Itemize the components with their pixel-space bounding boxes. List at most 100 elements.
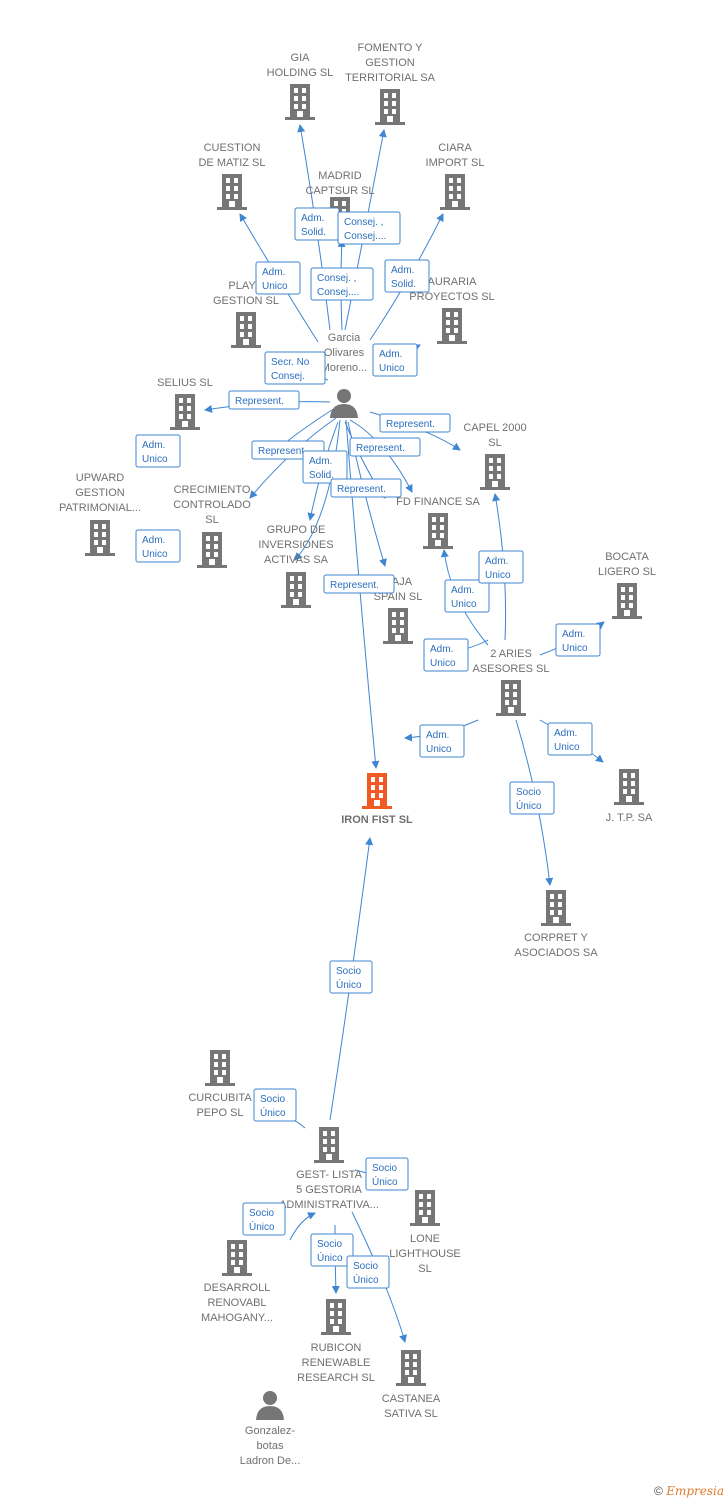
edge-label-box[interactable]: Adm.Solid. [384,259,430,293]
edge-label-box[interactable]: Adm.Unico [135,529,181,563]
node-label: RENEWABLE [302,1357,371,1369]
building-icon [423,513,453,549]
node-label: PLAYR [228,280,263,292]
edge-label-rect [547,722,593,756]
edge-label-text: Unico [142,454,168,465]
node-desarrollos[interactable]: DESARROLLRENOVABLMAHOGANY... [201,1240,273,1324]
edge-label-text: Consej.... [317,287,359,298]
edge-label-text: Unico [379,363,405,374]
edge-label-rect [302,450,348,484]
building-icon [285,84,315,120]
edge-label-box[interactable]: Adm. Unico [135,434,181,468]
node-jtp[interactable]: J. T.P. SA [606,769,653,824]
empresia-logo: Empresia [666,1484,724,1498]
edge-label-box[interactable]: Adm.Unico [547,722,593,756]
node-label: PATRIMONIAL... [59,502,141,514]
node-label: RENOVABL [207,1297,266,1309]
edge-label-box[interactable]: Represent. [379,413,451,433]
edge-label-rect [555,623,601,657]
edge-label-box[interactable]: Represent. [228,390,300,410]
edge-label-text: Único [353,1273,379,1286]
node-label: ASESORES SL [472,663,549,675]
edge-label-box[interactable]: Adm.Unico [555,623,601,657]
edge-label-box[interactable]: Represent. [349,437,421,457]
node-label: Garcia [328,332,361,344]
person-icon [256,1391,284,1420]
node-label: TERRITORIAL SA [345,72,436,84]
building-icon [480,454,510,490]
edge-label-text: Unico [485,570,511,581]
node-label: MADRID [318,170,361,182]
edge-label-text: Socio [249,1208,274,1219]
node-label: LONE [410,1233,440,1245]
edge-label-box[interactable]: Adm.Unico [478,550,524,584]
edge-label-box[interactable]: Represent. [323,574,395,594]
edge-label-box[interactable]: Consej. ,Consej.... [337,211,401,245]
edge-label-box[interactable]: Adm.Unico [423,638,469,672]
edge-label-box[interactable]: Adm.Unico [255,261,301,295]
edge-label-box[interactable]: Consej. ,Consej.... [310,267,374,301]
edge-label-box[interactable]: Adm.Solid. [294,207,340,241]
node-label: CASTANEA [382,1393,441,1405]
building-icon [85,520,115,556]
edge-label-text: Represent. [386,419,435,430]
edge-label-text: Adm. [262,267,285,278]
node-selius[interactable]: SELIUS SL [157,377,213,430]
node-label: SPAIN SL [374,591,423,603]
building-icon [362,773,392,809]
edge-label-rect [365,1157,409,1191]
edge-label-text: Adm. [142,440,165,451]
edge-label-box[interactable]: Adm.Solid. [302,450,348,484]
building-icon [396,1350,426,1386]
edge-label-rect [478,550,524,584]
edge-label-box[interactable]: Adm.Unico [419,724,465,758]
edge-label-text: Unico [451,599,477,610]
edge-label-text: Único [249,1220,275,1233]
node-upward[interactable]: UPWARDGESTIONPATRIMONIAL... [59,472,141,556]
node-ironfist[interactable]: IRON FIST SL [341,773,413,826]
edge-label-box[interactable]: Represent. [330,478,402,498]
edge-label-box[interactable]: Adm.Unico [372,343,418,377]
node-garcia[interactable]: GarciaOlivaresMoreno... [321,332,367,418]
edge-label-box[interactable]: Adm.Unico [444,579,490,613]
node-fdfinance[interactable]: FD FINANCE SA [396,496,481,549]
edge-label-text: Adm. [554,728,577,739]
edge-label-text: Adm. [391,265,414,276]
node-label: GEST- LISTA [296,1169,362,1181]
node-label: LIGHTHOUSE [389,1248,461,1260]
edge-label-text: Socio [260,1094,285,1105]
edge-label-text: Adm. [142,535,165,546]
node-label: PROYECTOS SL [409,291,494,303]
footer-brand: © Empresia [654,1484,724,1498]
edge-label-text: Unico [426,744,452,755]
edge-label-rect [253,1088,297,1122]
